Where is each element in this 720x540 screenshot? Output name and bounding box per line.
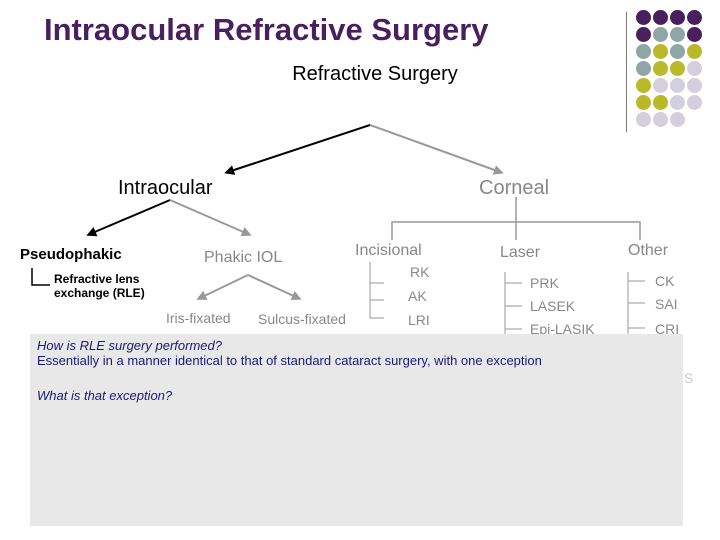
node-intraocular: Intraocular (118, 177, 213, 199)
qa-overlay-box: How is RLE surgery performed? Essentiall… (30, 334, 683, 526)
decor-dot (687, 78, 702, 93)
decor-dot (687, 27, 702, 42)
node-sulcus-fixated: Sulcus-fixated (258, 311, 346, 327)
decor-dot (687, 95, 702, 110)
decor-dot (636, 78, 651, 93)
node-iris-fixated: Iris-fixated (166, 310, 231, 326)
node-other: Other (628, 242, 669, 259)
node-pseudophakic: Pseudophakic (20, 246, 122, 263)
edge-root-intraocular (224, 124, 371, 175)
decor-dot (636, 44, 651, 59)
node-rle: Refractive lens exchange (RLE) (54, 272, 145, 300)
decor-dot (670, 112, 685, 127)
edge-phakic-sulcus (247, 274, 302, 301)
node-lri: LRI (408, 312, 430, 328)
decor-dot (670, 61, 685, 76)
decor-dot (636, 10, 651, 25)
node-phakic-iol: Phakic IOL (204, 249, 283, 266)
node-ck: CK (655, 273, 675, 289)
decor-dot (670, 95, 685, 110)
decor-dot (670, 78, 685, 93)
node-epi-lasik: Epi-LASIK (530, 321, 595, 337)
decor-dot (653, 95, 668, 110)
edge-intraocular-phakic (169, 199, 252, 237)
decor-dot (670, 27, 685, 42)
decor-dot (636, 95, 651, 110)
node-refractive-surgery: Refractive Surgery (292, 63, 458, 85)
node-lasek: LASEK (530, 298, 576, 314)
decor-dot (653, 27, 668, 42)
slide-title: Intraocular Refractive Surgery (44, 12, 489, 47)
node-rk: RK (410, 264, 430, 280)
edge-intraocular-pseudophakic (86, 199, 171, 237)
qa-question-1: How is RLE surgery performed? (37, 338, 222, 353)
qa-question-2: What is that exception? (37, 388, 173, 403)
decor-dot (653, 61, 668, 76)
decor-divider (626, 12, 627, 132)
qa-answer-1: Essentially in a manner identical to tha… (37, 353, 542, 368)
edge-phakic-iris (196, 274, 249, 300)
decor-dot (687, 61, 702, 76)
decor-dot (653, 112, 668, 127)
decor-dot (653, 10, 668, 25)
edge-pseudophakic-rle (31, 268, 50, 286)
node-prk: PRK (530, 275, 559, 291)
node-laser: Laser (500, 244, 541, 261)
node-incisional: Incisional (355, 242, 422, 259)
node-sai: SAI (655, 296, 678, 312)
node-cri: CRI (655, 321, 680, 337)
decor-dot (687, 44, 702, 59)
decor-dot (687, 10, 702, 25)
decor-dot (636, 61, 651, 76)
node-corneal: Corneal (479, 177, 550, 199)
decor-dot (636, 27, 651, 42)
edge-root-corneal (369, 124, 504, 175)
node-ak: AK (408, 288, 427, 304)
node-s-partial: S (684, 370, 694, 386)
decor-dot (670, 10, 685, 25)
decor-dot (653, 44, 668, 59)
decor-dot (636, 112, 651, 127)
decor-dot (653, 78, 668, 93)
decor-dot (670, 44, 685, 59)
